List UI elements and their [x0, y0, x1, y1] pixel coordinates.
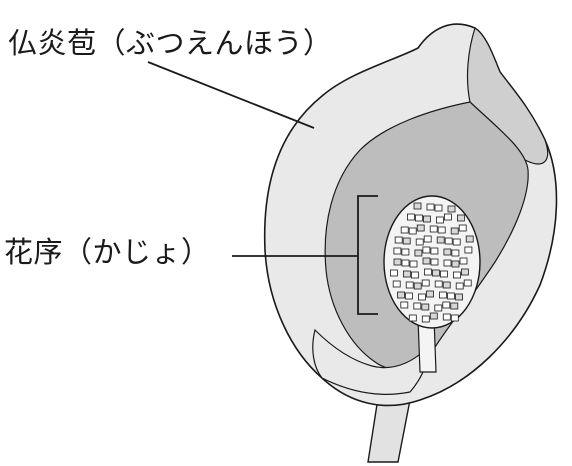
floret	[422, 304, 429, 310]
floret	[444, 260, 451, 266]
floret	[451, 228, 458, 234]
floret	[393, 281, 400, 287]
floret	[461, 269, 468, 275]
floret	[414, 203, 421, 209]
floret	[416, 239, 423, 245]
floret	[430, 313, 437, 319]
floret	[419, 294, 426, 300]
floret	[443, 314, 450, 320]
floret	[448, 293, 455, 299]
floret	[436, 217, 443, 223]
floret	[440, 271, 447, 277]
floret	[401, 227, 408, 233]
spathe-leader-line	[148, 62, 314, 128]
floret	[415, 250, 422, 256]
floret	[403, 238, 410, 244]
floret	[464, 280, 471, 286]
spathe-label: 仏炎苞（ぶつえんほう）	[8, 20, 333, 62]
floret	[411, 272, 418, 278]
floret	[452, 250, 459, 256]
floret	[448, 206, 455, 212]
stem	[368, 398, 410, 462]
floret	[394, 259, 401, 265]
floret	[432, 270, 439, 276]
floret	[452, 261, 459, 267]
inflorescence-label: 花序（かじょ）	[4, 229, 211, 271]
floret	[417, 225, 424, 231]
floret	[395, 237, 402, 243]
floret	[390, 270, 397, 276]
floret	[443, 282, 450, 288]
floret	[451, 303, 458, 309]
floret	[424, 236, 431, 242]
floret	[456, 283, 463, 289]
floret	[444, 249, 451, 255]
floret	[438, 227, 445, 233]
floret	[402, 249, 409, 255]
floret	[414, 303, 421, 309]
floret	[422, 316, 429, 322]
floret	[427, 204, 434, 210]
floret	[423, 258, 430, 264]
floret	[423, 247, 430, 253]
floret	[437, 237, 444, 243]
floret	[443, 302, 450, 308]
floret	[394, 248, 401, 254]
floret	[466, 236, 473, 242]
floret	[410, 261, 417, 267]
floret	[460, 258, 467, 264]
floret	[407, 214, 414, 220]
floret	[398, 292, 405, 298]
floret	[457, 215, 464, 221]
floret	[427, 291, 434, 297]
floret	[456, 294, 463, 300]
floret	[424, 269, 431, 275]
floret	[459, 225, 466, 231]
floret	[435, 205, 442, 211]
floret	[422, 280, 429, 286]
floret	[440, 292, 447, 298]
floret	[465, 247, 472, 253]
floret	[453, 239, 460, 245]
floret	[444, 214, 451, 220]
floret	[409, 228, 416, 234]
floret	[401, 302, 408, 308]
floret	[430, 226, 437, 232]
floret	[453, 272, 460, 278]
floret	[445, 238, 452, 244]
floret	[402, 260, 409, 266]
floret	[435, 305, 442, 311]
floret	[423, 216, 430, 222]
floret	[435, 281, 442, 287]
floret	[406, 282, 413, 288]
floret	[409, 315, 416, 321]
floret	[415, 215, 422, 221]
floret	[403, 271, 410, 277]
floret	[431, 248, 438, 254]
floret	[406, 293, 413, 299]
floret	[431, 259, 438, 265]
floret	[414, 283, 421, 289]
floret	[451, 315, 458, 321]
